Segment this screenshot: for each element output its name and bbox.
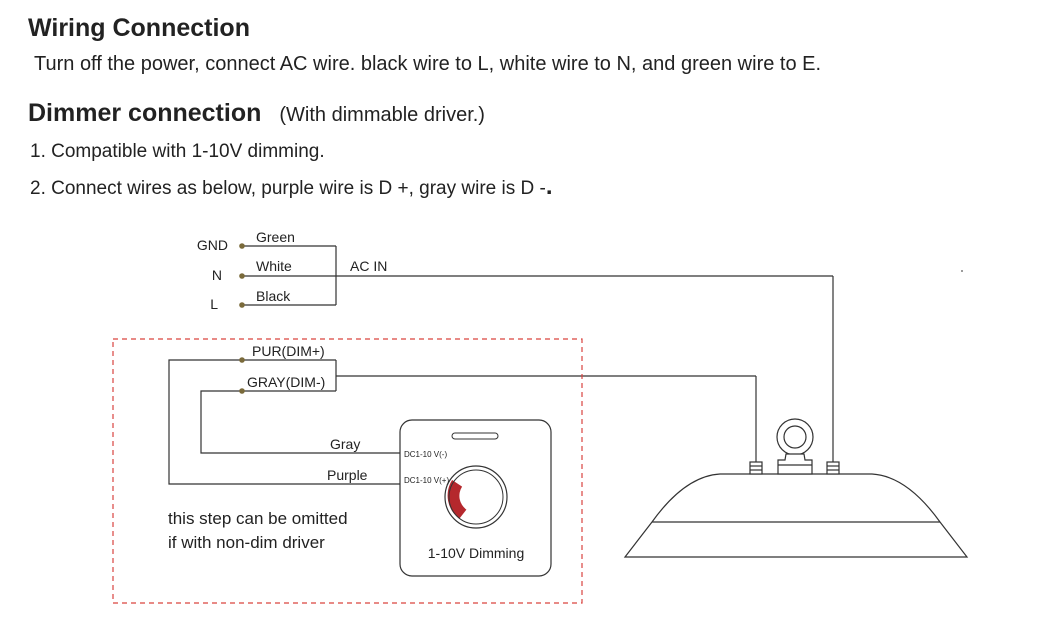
dimmer-knob-inner [448,469,504,525]
dimmer-step-2: 2. Connect wires as below, purple wire i… [30,173,553,201]
terminal-dot-n [239,273,245,279]
label-purple-wire: Purple [327,467,368,483]
cable-gland-left [749,461,763,475]
highbay-lamp [623,418,969,558]
label-black: Black [256,288,291,304]
dimmer-step-1: 1. Compatible with 1-10V dimming. [30,141,325,162]
label-gray-wire: Gray [330,436,360,452]
step-2-period: . [545,173,553,200]
dimmer-knob-outer [444,465,508,529]
terminal-dot-pur [239,357,245,363]
note-line-1: this step can be omitted [168,509,348,528]
dimmer-plus-label: DC1-10 V(+) [404,476,449,485]
note-line-2: if with non-dim driver [168,533,325,552]
lamp-hook-base [777,453,813,475]
dimmer-body [399,419,552,577]
cable-gland-right [826,461,840,475]
dimmer-heading: Dimmer connection (With dimmable driver.) [28,99,485,128]
label-n: N [212,267,222,283]
dimmer-title: Dimmer connection [28,99,262,127]
dimmer-subtitle: (With dimmable driver.) [279,104,485,126]
wiring-instructions: Turn off the power, connect AC wire. bla… [34,53,822,75]
dimmer-title: 1-10V Dimming [428,545,524,561]
dimmer-minus-label: DC1-10 V(-) [404,450,447,459]
terminal-dot-l [239,302,245,308]
lamp-housing [623,473,969,558]
gray-loop [200,390,400,454]
lamp-hook-hole [783,425,807,449]
terminal-dot-gnd [239,243,245,249]
stray-dot [961,270,963,272]
terminal-dot-gray [239,388,245,394]
lamp-hook-ring [776,418,814,456]
label-white: White [256,258,292,274]
wiring-title: Wiring Connection [28,14,250,42]
dimmer-slot [451,432,499,440]
optional-dimmer-box [112,338,583,604]
label-green: Green [256,229,295,245]
label-gnd: GND [197,237,228,253]
label-pur-dim: PUR(DIM+) [252,343,325,359]
label-ac-in: AC IN [350,258,387,274]
purple-loop [168,359,400,485]
dimmer-step-2-text: 2. Connect wires as below, purple wire i… [30,178,546,199]
label-gray-dim: GRAY(DIM-) [247,374,325,390]
label-l: L [210,296,218,312]
dimmer-module: DC1-10 V(-) DC1-10 V(+) 1-10V Dimming [399,419,552,577]
